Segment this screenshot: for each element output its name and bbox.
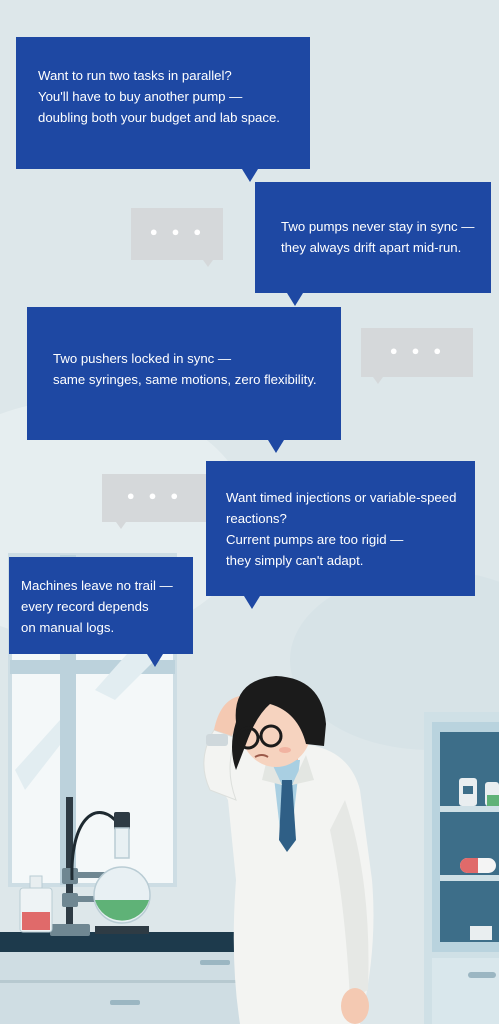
typing-dots: • • • <box>148 223 206 243</box>
message-line: Want to run two tasks in parallel? <box>38 68 232 83</box>
message-bubble-5: Machines leave no trail — every record d… <box>9 557 193 667</box>
message-bubble-2: Two pumps never stay in sync — they alwa… <box>255 182 491 306</box>
message-bubble-4: Want timed injections or variable-speed … <box>206 461 475 609</box>
message-bubble-3: Two pushers locked in sync — same syring… <box>27 307 341 453</box>
scientist-illustration <box>203 676 374 1024</box>
capsule-icon <box>460 858 496 874</box>
message-bubble-1: Want to run two tasks in parallel? You'l… <box>16 37 310 182</box>
message-line: You'll have to buy another pump — <box>38 89 243 104</box>
message-line: Want timed injections or variable-speed <box>226 490 457 505</box>
message-line: Two pushers locked in sync — <box>53 351 232 366</box>
retort-stand <box>50 797 130 936</box>
typing-indicator-1: • • • <box>131 208 223 267</box>
round-bottom-flask <box>93 827 151 934</box>
glass-cabinet <box>424 712 499 1024</box>
typing-dots: • • • <box>388 342 446 362</box>
lab-bench <box>0 932 250 1024</box>
message-line: Machines leave no trail — <box>21 578 173 593</box>
typing-indicator-2: • • • <box>361 328 473 384</box>
typing-dots: • • • <box>125 487 183 507</box>
message-line: every record depends <box>21 599 149 614</box>
message-line: doubling both your budget and lab space. <box>38 110 280 125</box>
message-line: Two pumps never stay in sync — <box>281 219 475 234</box>
message-line: same syringes, same motions, zero flexib… <box>53 372 317 387</box>
message-line: they always drift apart mid-run. <box>281 240 462 255</box>
typing-indicator-3: • • • <box>102 474 206 529</box>
reagent-bottle <box>19 875 53 933</box>
message-line: on manual logs. <box>21 620 115 635</box>
message-line: Current pumps are too rigid — <box>226 532 404 547</box>
message-line: reactions? <box>226 511 287 526</box>
message-line: they simply can't adapt. <box>226 553 364 568</box>
